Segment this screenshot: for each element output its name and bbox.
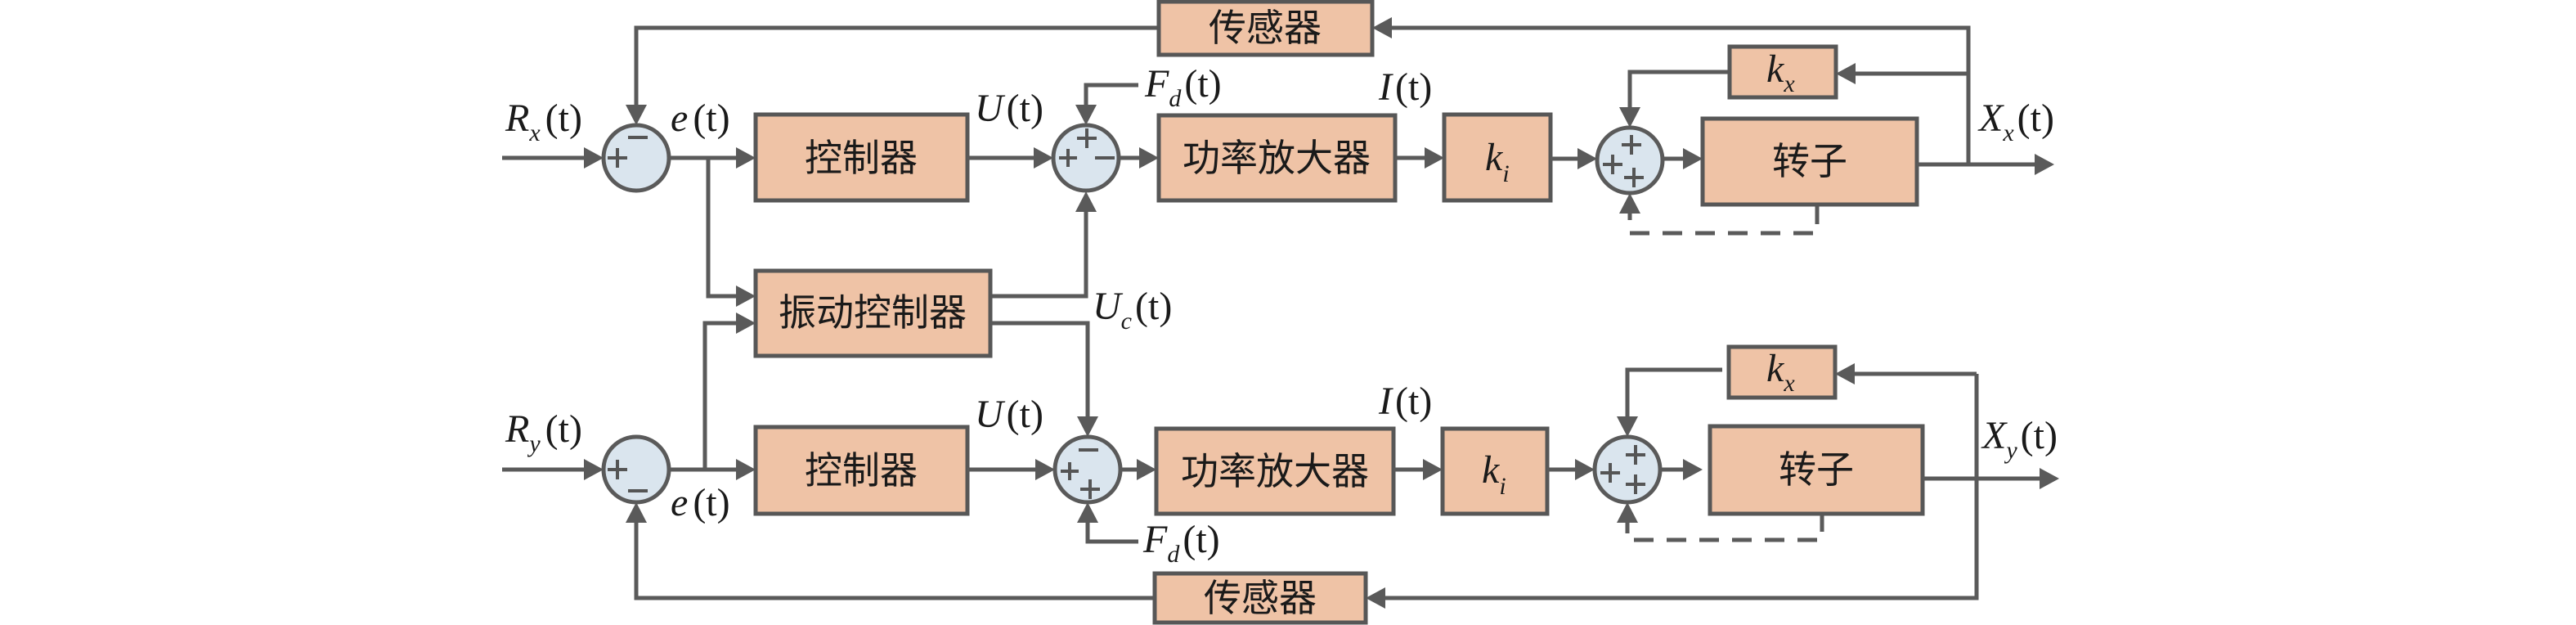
- ey-label: e(t): [671, 481, 730, 524]
- ki-x-block: ki: [1442, 112, 1553, 203]
- arrow-icon: [1075, 191, 1097, 212]
- xx-tap-wire: [1386, 25, 1971, 164]
- arrow-icon: [1617, 416, 1638, 437]
- svg-text:ki: ki: [1482, 448, 1506, 500]
- arrow-icon: [1075, 105, 1097, 125]
- arrow-icon: [2040, 468, 2059, 489]
- arrow-icon: [2035, 154, 2054, 175]
- arrow-icon: [736, 286, 756, 307]
- xy-tap-wire: [1380, 374, 1979, 600]
- arrow-icon: [1139, 147, 1159, 169]
- ix-label: I(t): [1378, 65, 1432, 109]
- summing-junction-y3: [1592, 434, 1663, 505]
- ki-y-block: ki: [1440, 426, 1550, 516]
- arrow-icon: [1619, 193, 1640, 214]
- iy-label: I(t): [1378, 380, 1432, 423]
- arrow-icon: [1372, 17, 1392, 38]
- svg-text:功率放大器: 功率放大器: [1183, 136, 1371, 180]
- fdx-wire: [1084, 83, 1138, 112]
- arrow-icon: [1077, 502, 1098, 523]
- arrow-icon: [1619, 107, 1640, 128]
- ey-branch-wire: [702, 321, 741, 470]
- arrow-icon: [1836, 63, 1856, 84]
- ucy-wire: [990, 321, 1090, 424]
- fdy-wire: [1085, 515, 1138, 544]
- arrow-icon: [736, 312, 756, 334]
- controller-x-block: 控制器: [753, 112, 970, 203]
- ucx-wire: [990, 205, 1088, 299]
- fdy-label: Fd(t): [1142, 518, 1220, 568]
- rotor-x-block: 转子: [1700, 116, 1919, 207]
- rotor-dynamics-dashed-y: [1625, 512, 1824, 542]
- kx-x-block: kx: [1727, 44, 1838, 100]
- arrow-icon: [584, 459, 604, 480]
- y-channel: Ry(t) e(t) 控制器 U(t) Fd(t): [502, 312, 2059, 625]
- svg-text:控制器: 控制器: [805, 136, 918, 180]
- uc-label: Uc(t): [1093, 285, 1172, 335]
- arrow-icon: [1683, 459, 1703, 480]
- ry-label: Ry(t): [505, 407, 582, 457]
- svg-text:kx: kx: [1766, 47, 1795, 97]
- kx-out-y-wire: [1625, 367, 1722, 424]
- arrow-icon: [736, 147, 756, 169]
- summing-junction-x3: [1595, 125, 1665, 196]
- svg-text:功率放大器: 功率放大器: [1181, 449, 1369, 493]
- arrow-icon: [736, 459, 756, 480]
- ux-label: U(t): [975, 87, 1043, 130]
- vibration-controller-block: 振动控制器: [753, 268, 993, 358]
- arrow-icon: [626, 502, 647, 523]
- svg-text:转子: 转子: [1772, 139, 1847, 183]
- arrow-icon: [1366, 587, 1385, 609]
- summing-junction-y1: [601, 434, 671, 505]
- sensor-x-block: 传感器: [1156, 0, 1375, 57]
- arrow-icon: [1683, 148, 1703, 169]
- svg-text:传感器: 传感器: [1204, 576, 1317, 620]
- summing-junction-x2: [1051, 123, 1121, 193]
- svg-text:控制器: 控制器: [805, 448, 918, 492]
- summing-junction-x1: [601, 123, 671, 193]
- svg-text:传感器: 传感器: [1209, 6, 1322, 50]
- power-amplifier-y-block: 功率放大器: [1154, 426, 1396, 516]
- arrow-icon: [1425, 147, 1444, 169]
- ex-label: e(t): [671, 97, 730, 140]
- kx-y-block: kx: [1726, 344, 1838, 400]
- y-feedback-wire: [634, 515, 1155, 600]
- x-channel: Rx(t) e(t) 控制器 U(t): [502, 0, 2054, 307]
- svg-text:转子: 转子: [1779, 447, 1854, 492]
- arrow-icon: [1077, 416, 1098, 437]
- fdx-label: Fd(t): [1144, 62, 1222, 112]
- power-amplifier-x-block: 功率放大器: [1156, 113, 1398, 203]
- controller-y-block: 控制器: [753, 425, 970, 516]
- xy-label: Xy(t): [1981, 414, 2058, 464]
- xx-label: Xx(t): [1977, 97, 2054, 146]
- svg-text:ki: ki: [1485, 136, 1510, 187]
- arrow-icon: [1835, 363, 1855, 384]
- uy-label: U(t): [975, 393, 1043, 436]
- x-feedback-wire: [634, 25, 1159, 112]
- sensor-y-block: 传感器: [1152, 571, 1368, 625]
- ex-branch-wire: [706, 158, 741, 299]
- rotor-dynamics-dashed-x: [1627, 205, 1820, 236]
- arrow-icon: [1035, 459, 1055, 480]
- arrow-icon: [1575, 459, 1595, 480]
- kx-out-x-wire: [1627, 70, 1730, 115]
- summing-junction-y2: [1052, 434, 1123, 505]
- arrow-icon: [626, 105, 647, 125]
- svg-text:振动控制器: 振动控制器: [779, 290, 967, 335]
- rx-label: Rx(t): [505, 97, 582, 146]
- arrow-icon: [584, 147, 604, 169]
- arrow-icon: [1137, 459, 1156, 480]
- rotor-y-block: 转子: [1708, 424, 1925, 516]
- arrow-icon: [1423, 459, 1443, 480]
- arrow-icon: [1577, 148, 1597, 169]
- arrow-icon: [1034, 147, 1053, 169]
- svg-text:kx: kx: [1766, 347, 1795, 397]
- arrow-icon: [1617, 502, 1638, 523]
